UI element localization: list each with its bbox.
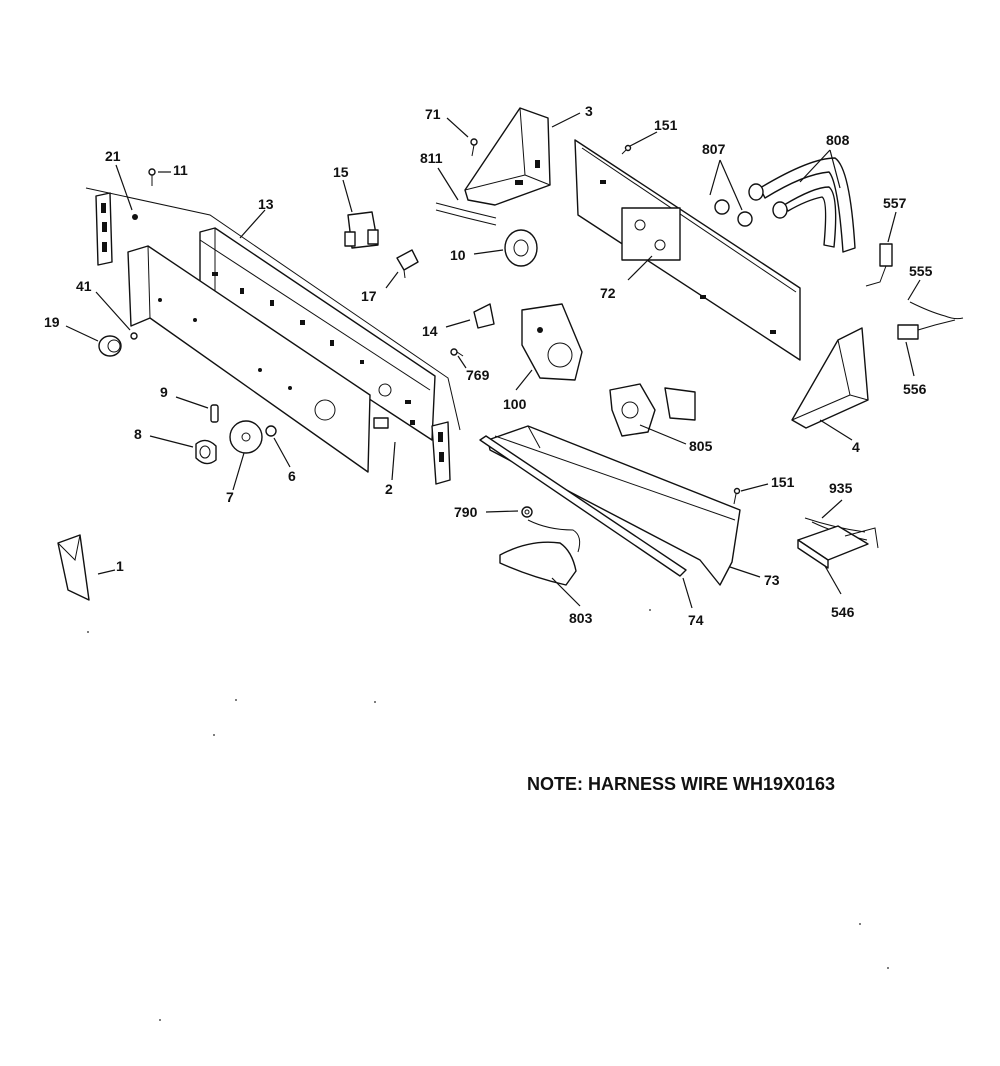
callout-8: 8: [134, 426, 142, 442]
callout-803: 803: [569, 610, 593, 626]
callout-14: 14: [422, 323, 438, 339]
callout-21: 21: [105, 148, 121, 164]
callout-13: 13: [258, 196, 274, 212]
callout-labels: 1 2 3 4 6 7 8 9 10 11 13 14 15 17 19 21 …: [44, 103, 933, 628]
callout-807: 807: [702, 141, 726, 157]
part-3-end-cap: [464, 107, 551, 206]
part-7-dial: [229, 420, 263, 454]
part-41-pin: [130, 332, 138, 340]
part-1-envelope: [57, 534, 90, 601]
callout-74: 74: [688, 612, 704, 628]
callout-72: 72: [600, 285, 616, 301]
part-right-end-bracket: [431, 421, 451, 485]
part-19-knob: [98, 335, 122, 357]
callout-100: 100: [503, 396, 527, 412]
scan-specks: [87, 609, 889, 1021]
part-74-trim-strip: [479, 435, 687, 577]
callout-10: 10: [450, 247, 466, 263]
part-807-washers: [714, 199, 753, 227]
panel-outline-line: [85, 187, 461, 431]
callout-71: 71: [425, 106, 441, 122]
part-6-nut: [265, 425, 277, 437]
part-808-hoses: [748, 157, 856, 253]
leader-lines: [65, 112, 921, 609]
part-left-end-bracket: [95, 192, 113, 266]
callout-15: 15: [333, 164, 349, 180]
part-790-clip: [521, 506, 533, 518]
callout-2: 2: [385, 481, 393, 497]
callout-1: 1: [116, 558, 124, 574]
part-805-valve: [609, 383, 696, 437]
callout-935: 935: [829, 480, 853, 496]
part-769-screw: [450, 348, 464, 357]
callout-556: 556: [903, 381, 927, 397]
part-555-wire: [909, 301, 964, 320]
callout-3: 3: [585, 103, 593, 119]
callout-7: 7: [226, 489, 234, 505]
part-72-backsplash-panel: [574, 139, 801, 361]
part-151-screw-lower: [733, 487, 741, 505]
part-8-knob: [195, 439, 217, 465]
callout-790: 790: [454, 504, 478, 520]
callout-4: 4: [852, 439, 860, 455]
part-9-clip: [210, 404, 219, 423]
callout-811: 811: [420, 150, 443, 166]
part-100-timer: [521, 303, 583, 381]
part-556-connector: [897, 319, 956, 340]
part-803-harness: [499, 519, 581, 586]
callout-41: 41: [76, 278, 92, 294]
part-11-screw: [148, 168, 156, 186]
callout-769: 769: [466, 367, 490, 383]
part-15-switch: [344, 211, 379, 249]
part-71-screw: [470, 138, 478, 157]
part-10-pressure-switch: [504, 229, 538, 267]
part-557-thermistor: [865, 243, 893, 287]
callout-9: 9: [160, 384, 168, 400]
callout-17: 17: [361, 288, 377, 304]
callout-805: 805: [689, 438, 713, 454]
part-21-clip: [132, 214, 138, 220]
callout-546: 546: [831, 604, 855, 620]
harness-wire-note: NOTE: HARNESS WIRE WH19X0163: [527, 774, 835, 794]
callout-808: 808: [826, 132, 850, 148]
callout-19: 19: [44, 314, 60, 330]
callout-151-top: 151: [654, 117, 678, 133]
callout-151-lower: 151: [771, 474, 795, 490]
callout-73: 73: [764, 572, 780, 588]
callout-6: 6: [288, 468, 296, 484]
part-14-clip: [473, 303, 495, 329]
part-2-control-panel: [127, 245, 389, 473]
callout-11: 11: [173, 162, 188, 178]
callout-557: 557: [883, 195, 907, 211]
callout-555: 555: [909, 263, 933, 279]
part-151-screw-top: [621, 144, 632, 155]
part-4-end-cap: [791, 327, 869, 429]
part-17-clip: [396, 249, 419, 279]
part-811-hose: [435, 202, 497, 226]
part-546-harness-block: [797, 525, 879, 569]
